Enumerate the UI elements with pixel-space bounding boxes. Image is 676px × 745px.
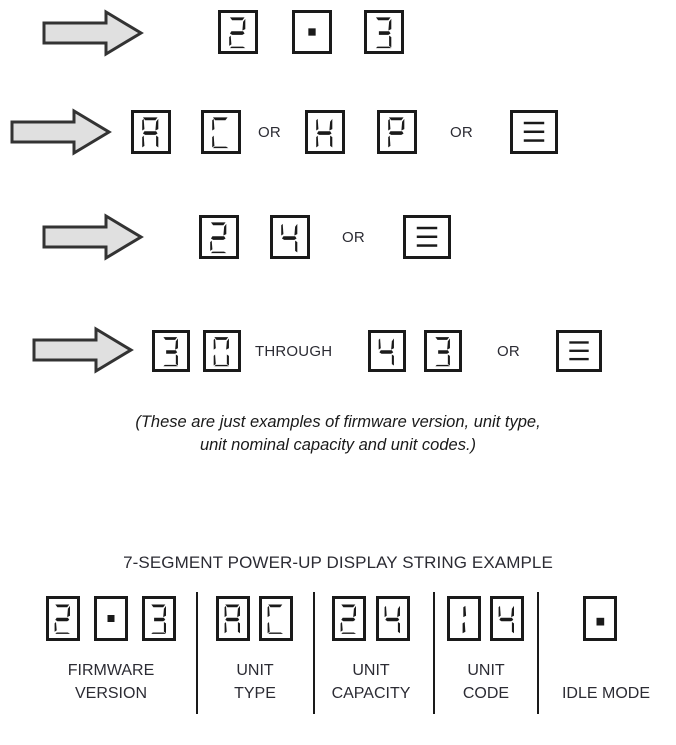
seg-glyph-a — [224, 604, 240, 634]
seg-digit-1 — [447, 596, 481, 641]
seg-glyph-bars — [523, 121, 545, 142]
seg-idle-bars — [510, 110, 558, 154]
seg-digit-4 — [376, 596, 410, 641]
seg-digit-3 — [142, 596, 176, 641]
seg-glyph-a — [142, 117, 159, 148]
seg-glyph-2 — [210, 222, 227, 254]
or-label: OR — [497, 343, 520, 360]
group-divider — [433, 592, 435, 714]
seg-digit-2 — [199, 215, 239, 259]
unit-code-label-line1: UNIT — [467, 662, 505, 679]
seg-digit-3 — [364, 10, 404, 54]
unit-type-label-line1: UNIT — [236, 662, 274, 679]
seg-glyph-bars — [416, 226, 438, 247]
seg-glyph-3 — [151, 604, 166, 634]
seg-digit-c — [201, 110, 241, 154]
seg-digit-3 — [424, 330, 462, 372]
seg-glyph-2 — [229, 17, 246, 49]
seg-glyph-c — [212, 117, 229, 149]
seg-glyph-p — [388, 117, 405, 148]
seg-idle-bars — [403, 215, 451, 259]
seg-glyph-4 — [384, 605, 400, 634]
unit-type-label-line2: TYPE — [234, 685, 276, 702]
unit-code-label: UNIT CODE — [425, 659, 547, 705]
seg-digit-3 — [152, 330, 190, 372]
seg-glyph-dot — [107, 615, 115, 622]
seg-glyph-0 — [213, 337, 229, 367]
seg-digit-a — [216, 596, 250, 641]
unit-code-label-line2: CODE — [462, 685, 510, 702]
firmware-version-label-line2: VERSION — [74, 685, 147, 702]
seg-digit-a — [131, 110, 171, 154]
seg-digit-4 — [368, 330, 406, 372]
seg-digit-h — [305, 110, 345, 154]
seg-glyph-4 — [281, 223, 298, 253]
unit-capacity-label-line1: UNIT — [352, 662, 390, 679]
firmware-version-label-line1: FIRMWARE — [67, 662, 155, 679]
seg-glyph-2 — [340, 604, 356, 634]
seg-idle-bars — [556, 330, 602, 372]
seg-digit-4 — [270, 215, 310, 259]
seg-glyph-bars — [569, 341, 589, 361]
right-arrow-icon — [30, 326, 135, 374]
seg-glyph-3 — [435, 337, 450, 367]
seg-digit-p — [377, 110, 417, 154]
seg-digit-2 — [332, 596, 366, 641]
seg-glyph-3 — [163, 337, 178, 367]
group-divider — [313, 592, 315, 714]
or-label: OR — [258, 124, 281, 141]
group-divider — [537, 592, 539, 714]
seg-glyph-3 — [375, 17, 392, 49]
unit-type-label: UNIT TYPE — [195, 659, 315, 705]
seg-digit-dot — [94, 596, 128, 641]
unit-capacity-label: UNIT CAPACITY — [310, 659, 432, 705]
through-label: THROUGH — [255, 343, 333, 360]
seg-digit-4 — [490, 596, 524, 641]
unit-capacity-label-line2: CAPACITY — [331, 685, 411, 702]
seg-glyph-4 — [378, 338, 394, 366]
examples-caption-line2: unit nominal capacity and unit codes.) — [199, 436, 477, 454]
bottom-section-title: 7-SEGMENT POWER-UP DISPLAY STRING EXAMPL… — [123, 553, 553, 572]
idle-mode-label-line1: IDLE MODE — [561, 685, 650, 702]
seg-glyph-4 — [498, 605, 514, 634]
seg-digit-2 — [46, 596, 80, 641]
right-arrow-icon — [8, 108, 113, 156]
right-arrow-icon — [40, 213, 145, 261]
seg-digit-c — [259, 596, 293, 641]
firmware-version-label: FIRMWARE VERSION — [31, 659, 191, 705]
idle-mode-label: IDLE MODE — [541, 682, 671, 705]
seg-glyph-2 — [54, 604, 70, 634]
seg-digit-dot — [292, 10, 332, 54]
seg-glyph-1 — [462, 605, 467, 634]
or-label: OR — [342, 229, 365, 246]
seg-digit-0 — [203, 330, 241, 372]
group-divider — [196, 592, 198, 714]
seg-glyph-c — [267, 604, 283, 634]
or-label: OR — [450, 124, 473, 141]
seg-digit-dot — [583, 596, 617, 641]
examples-caption-line1: (These are just examples of firmware ver… — [135, 413, 541, 431]
seg-glyph-dot — [308, 28, 316, 36]
seg-glyph-h — [316, 118, 333, 148]
seg-glyph-dot — [596, 617, 605, 626]
seg-digit-2 — [218, 10, 258, 54]
right-arrow-icon — [40, 9, 145, 57]
